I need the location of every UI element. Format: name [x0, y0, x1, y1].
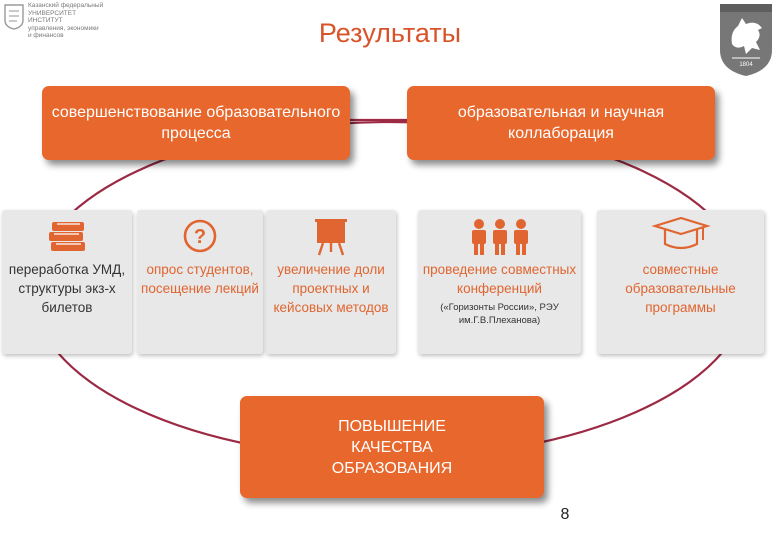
card-label: совместные образовательные программы	[625, 262, 736, 315]
result-box-text: ПОВЫШЕНИЕ КАЧЕСТВА ОБРАЗОВАНИЯ	[331, 417, 453, 477]
institute-name: Казанский федеральный УНИВЕРСИТЕТ ИНСТИТ…	[28, 2, 138, 40]
crest-year: 1804	[739, 62, 753, 68]
goal-box-education-process: совершенствование образовательного проце…	[42, 86, 350, 160]
card-student-survey: ? опрос студентов, посещение лекций	[137, 210, 263, 354]
people-group-icon	[471, 219, 528, 255]
institute-line: и финансов	[28, 32, 64, 39]
institute-logo-icon	[4, 4, 24, 30]
card-label-text: проведение совместных конференций	[422, 262, 577, 296]
card-joint-conferences: проведение совместных конференций («Гори…	[418, 210, 581, 354]
university-crest-icon: 1804	[720, 4, 772, 76]
result-box: ПОВЫШЕНИЕ КАЧЕСТВА ОБРАЗОВАНИЯ	[240, 396, 544, 498]
graduation-cap-icon	[650, 216, 711, 250]
institute-line: УНИВЕРСИТЕТ	[28, 9, 77, 17]
svg-text:?: ?	[194, 226, 206, 248]
page-title: Результаты	[318, 18, 462, 48]
question-icon: ?	[183, 219, 217, 253]
card-label: опрос студентов, посещение лекций	[141, 262, 259, 296]
card-joint-programs: совместные образовательные программы	[597, 210, 764, 354]
card-label: увеличение доли проектных и кейсовых мет…	[273, 262, 389, 315]
card-label: проведение совместных конференций («Гори…	[422, 260, 577, 327]
goal-box-collaboration: образовательная и научная коллаборация	[407, 86, 715, 160]
card-label: переработка УМД, структуры экз-х билетов	[8, 262, 126, 315]
institute-line: управления, экономики	[28, 24, 99, 32]
books-icon	[49, 222, 85, 251]
card-umd-revision: переработка УМД, структуры экз-х билетов	[2, 210, 132, 354]
institute-line: Казанский федеральный	[28, 2, 104, 9]
goal-box-text: образовательная и научная коллаборация	[457, 104, 665, 142]
page-number: 8	[560, 506, 570, 523]
card-project-methods: увеличение доли проектных и кейсовых мет…	[266, 210, 396, 354]
goal-box-text: совершенствование образовательного проце…	[51, 104, 341, 142]
presentation-board-icon	[315, 219, 347, 256]
card-sublabel: («Горизонты России», РЭУ им.Г.В.Плеханов…	[440, 302, 559, 326]
institute-line: ИНСТИТУТ	[28, 17, 63, 24]
